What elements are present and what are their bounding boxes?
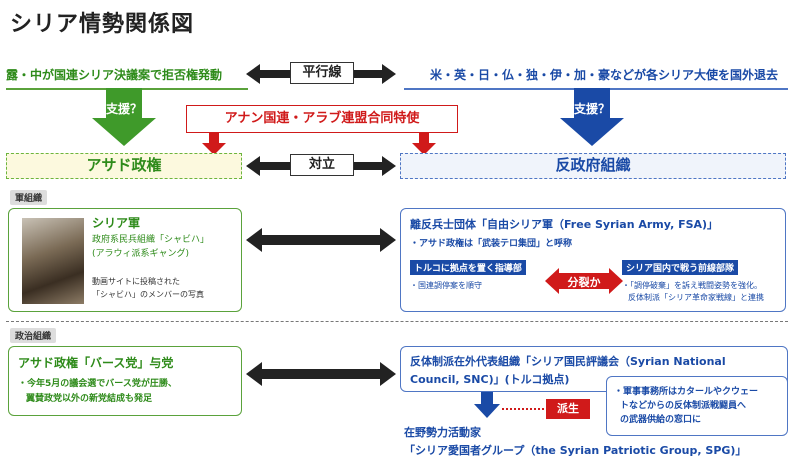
- annan-arrow-left: [202, 133, 226, 155]
- support-arrow-left: [92, 88, 156, 146]
- snc-note3: の武器供給の窓口に: [620, 415, 702, 425]
- shabiha-line2: (アラウィ派系ギャング): [92, 249, 190, 259]
- left-arrow-icon: [246, 64, 290, 84]
- shabiha-photo: [22, 218, 84, 304]
- annan-envoy-box: アナン国連・アラブ連盟合同特使: [186, 105, 458, 133]
- down-arrow-icon: [560, 88, 624, 146]
- double-arrow-icon: [246, 362, 396, 386]
- split-label: 分裂か: [567, 276, 601, 289]
- baath-title: アサド政権「バース党」与党: [18, 356, 174, 370]
- snc-box: [400, 346, 788, 392]
- syrian-army-title: シリア軍: [92, 216, 141, 230]
- oppose-label: 対立: [290, 154, 354, 176]
- support-right-label: 支援？: [573, 102, 610, 116]
- fsa-frontline-tag: シリア国内で戦う前線部隊: [622, 260, 739, 275]
- baath-box: [8, 346, 242, 416]
- snc-note-box: [606, 376, 788, 436]
- parallel-label: 平行線: [290, 62, 354, 84]
- fsa-bullet: ・アサド政権は「武装テロ集団」と呼称: [410, 239, 573, 249]
- opposition-bar: 反政府組織: [400, 153, 786, 179]
- parallel-arrows: [246, 64, 396, 84]
- derived-dotted-line: [502, 408, 544, 410]
- expel-text: 米・英・日・仏・独・伊・加・豪などが各シリア大使を国外退去: [430, 68, 779, 82]
- military-conflict-arrow: [246, 228, 396, 252]
- fsa-frontline-note2: 反体制派「シリア革命家戦線」と連携: [628, 293, 764, 302]
- snc-title1: 反体制派在外代表組織「シリア国民評議会（Syrian National: [410, 355, 726, 368]
- fsa-title: 離反兵士団体「自由シリア軍（Free Syrian Army, FSA)」: [410, 218, 719, 231]
- left-arrow-icon: [246, 156, 290, 176]
- baath-bullet1: ・今年5月の議会選でバース党が圧勝、: [18, 379, 177, 389]
- fsa-leadership-tag: トルコに拠点を置く指導部: [410, 260, 526, 275]
- split-arrow: [545, 268, 623, 294]
- political-section-tag: 政治組織: [10, 328, 57, 343]
- photo-caption1: 動画サイトに投稿された: [92, 277, 180, 286]
- right-arrow-icon: [352, 156, 396, 176]
- derived-arrow: [474, 392, 500, 418]
- derived-label: 派生: [546, 399, 590, 419]
- snc-title2: Council, SNC)」(トルコ拠点): [410, 373, 570, 386]
- shabiha-line1: 政府系民兵組織「シャビハ」: [92, 235, 210, 245]
- down-arrow-icon: [412, 133, 436, 155]
- right-arrow-icon: [352, 64, 396, 84]
- annan-arrow-right: [412, 133, 436, 155]
- political-conflict-arrow: [246, 362, 396, 386]
- support-left-label: 支援？: [105, 102, 142, 116]
- veto-text: 露・中が国連シリア決議案で拒否権発動: [6, 68, 223, 82]
- snc-note2: トなどからの反体制派戦闘員へ: [620, 401, 747, 411]
- spg-line1: 在野勢力活動家: [404, 426, 481, 439]
- fsa-frontline-note1: ・「調停破棄」を訴え戦闘姿勢を強化。: [622, 281, 762, 290]
- spg-line2: 「シリア愛国者グループ（the Syrian Patriotic Group, …: [404, 444, 747, 457]
- down-arrow-icon: [202, 133, 226, 155]
- double-arrow-icon: [246, 228, 396, 252]
- baath-bullet2: 翼賛政党以外の新党結成も発足: [26, 394, 153, 404]
- down-arrow-icon: [474, 392, 500, 418]
- military-section-tag: 軍組織: [10, 190, 48, 205]
- oppose-arrows: [246, 156, 396, 176]
- assad-regime-bar: アサド政権: [6, 153, 242, 179]
- support-arrow-right: [560, 88, 624, 146]
- fsa-leadership-note: ・国連調停案を順守: [410, 281, 482, 290]
- section-divider: [6, 321, 788, 322]
- photo-caption2: 「シャビハ」のメンバーの写真: [92, 290, 204, 299]
- down-arrow-icon: [92, 88, 156, 146]
- page-title: シリア情勢関係図: [10, 12, 195, 37]
- snc-note1: ・軍事事務所はカタールやクウェー: [614, 387, 759, 397]
- double-arrow-icon: [545, 268, 623, 294]
